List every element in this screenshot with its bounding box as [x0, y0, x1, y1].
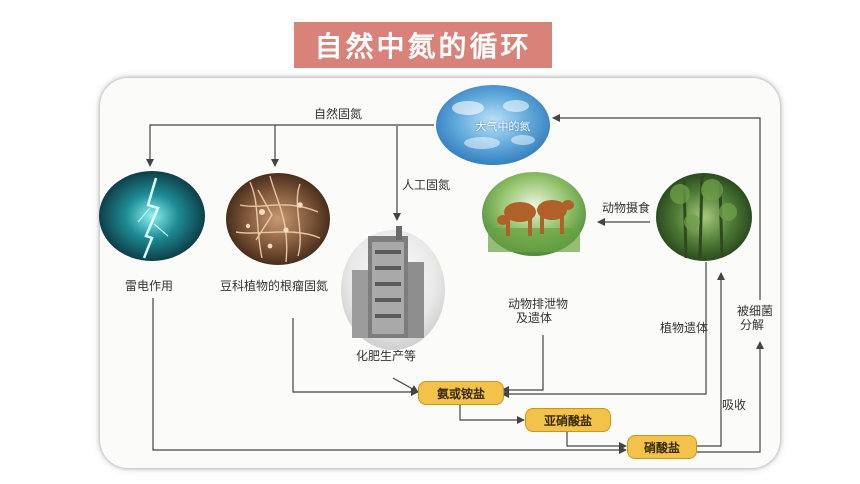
arrow-bacterial-to-atmosphere: [694, 341, 764, 453]
natural-fixation-label: 自然固氮: [314, 107, 363, 121]
arrow-animal-waste-to-ammonia: [501, 335, 544, 394]
lightning-illustration: [99, 171, 205, 261]
cattle-illustration: [482, 172, 586, 256]
factory-illustration: [341, 226, 445, 350]
arrow-absorption: [694, 272, 725, 447]
arrow-plant-remains-to-ammonia: [501, 262, 707, 398]
forest-illustration: [656, 173, 752, 261]
animal-waste-label-2: 及遗体: [516, 311, 553, 325]
bacterial-label-2: 分解: [740, 318, 765, 332]
page-title: 自然中氮的循环: [314, 30, 532, 63]
lightning-label: 雷电作用: [125, 279, 174, 293]
ammonia-box: 氨或铵盐: [418, 381, 504, 405]
animal-waste-label-1: 动物排泄物: [508, 297, 569, 311]
arrow-legume-to-ammonia: [292, 318, 419, 396]
arrow-natural-fixation-lightning: [146, 124, 434, 167]
legume-roots-illustration: [226, 173, 330, 265]
title-banner: 自然中氮的循环: [294, 22, 552, 68]
absorption-label: 吸收: [722, 398, 747, 412]
bacterial-label-1: 被细菌: [737, 304, 774, 318]
arrow-return-to-atmosphere: [552, 114, 761, 300]
arrow-factory-to-ammonia: [392, 377, 419, 393]
plant-remains-label: 植物遗体: [660, 321, 709, 335]
artificial-fixation-label: 人工固氮: [402, 178, 451, 192]
arrow-ammonia-to-nitrite: [459, 402, 525, 424]
animal-feeding-label: 动物摄食: [602, 201, 651, 215]
nitrate-box: 硝酸盐: [627, 435, 697, 459]
arrow-lightning-to-nitrate: [152, 298, 627, 454]
atmosphere-label: 大气中的氮: [475, 120, 531, 133]
legume-nodules-label: 豆科植物的根瘤固氮: [220, 279, 329, 293]
atmosphere-illustration: [436, 85, 550, 165]
nitrite-box: 亚硝酸盐: [525, 408, 611, 432]
arrow-nitrite-to-nitrate: [566, 430, 627, 450]
fertilizer-label: 化肥生产等: [356, 349, 417, 363]
